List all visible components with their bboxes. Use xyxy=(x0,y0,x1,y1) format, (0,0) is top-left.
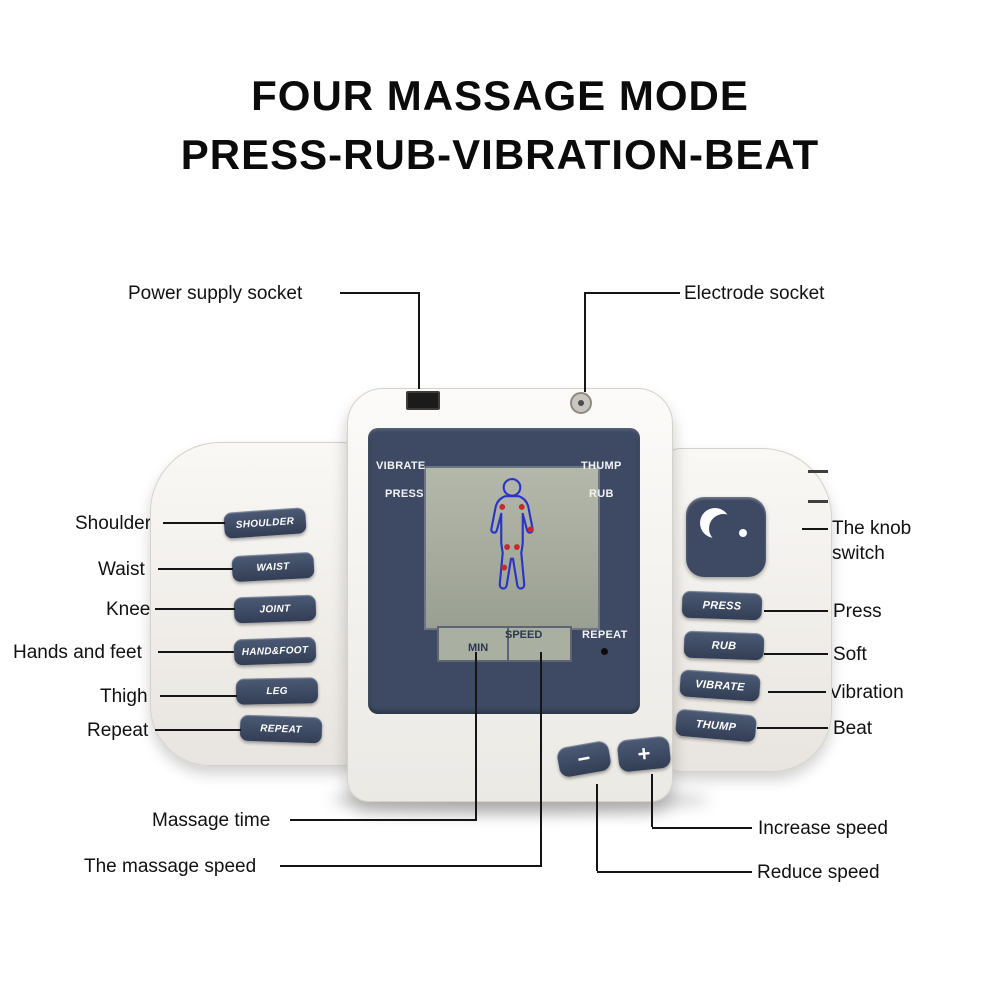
button-repeat: REPEAT xyxy=(239,714,323,744)
callout-line xyxy=(757,727,828,729)
callout-increase-speed: Increase speed xyxy=(758,818,888,839)
button-leg: LEG xyxy=(235,677,319,705)
button-vibrate: VIBRATE xyxy=(679,669,761,702)
screen-label-thump: THUMP xyxy=(581,460,622,472)
callout-line xyxy=(280,865,542,867)
callout-line xyxy=(764,610,828,612)
display-divider xyxy=(507,628,509,660)
callout-line xyxy=(290,819,477,821)
title-line-2: PRESS-RUB-VIBRATION-BEAT xyxy=(180,131,820,178)
knob-crescent-mask xyxy=(709,514,738,543)
callout-line xyxy=(584,292,586,392)
screen-label-repeat: REPEAT xyxy=(582,629,628,641)
callout-soft: Soft xyxy=(833,644,867,665)
side-vent xyxy=(808,470,828,473)
screen-label-vibrate: VIBRATE xyxy=(376,460,426,472)
callout-power-supply-socket: Power supply socket xyxy=(128,283,303,304)
lcd-screen xyxy=(424,466,600,630)
callout-line xyxy=(768,691,826,693)
callout-electrode-socket: Electrode socket xyxy=(684,283,825,304)
callout-line xyxy=(475,652,477,819)
callout-vibration: Vibration xyxy=(829,682,904,703)
callout-line xyxy=(651,774,653,827)
knob-dot-icon xyxy=(739,529,747,537)
callout-line xyxy=(652,827,752,829)
callout-shoulder: Shoulder xyxy=(75,513,152,534)
repeat-indicator-dot xyxy=(601,648,608,655)
electrode-socket xyxy=(570,392,592,414)
screen-label-min: MIN xyxy=(468,642,489,654)
callout-waist: Waist xyxy=(98,559,145,580)
speed-time-display xyxy=(437,626,572,662)
callout-massage-time: Massage time xyxy=(152,810,271,831)
button-joint: JOINT xyxy=(233,594,317,624)
callout-knee: Knee xyxy=(106,599,151,620)
callout-line xyxy=(764,653,828,655)
callout-line xyxy=(596,784,598,871)
power-socket xyxy=(406,391,440,410)
knob-switch xyxy=(686,497,766,577)
screen-label-press: PRESS xyxy=(385,488,424,500)
button-waist: WAIST xyxy=(231,551,315,583)
screen-label-speed: SPEED xyxy=(505,629,543,641)
callout-reduce-speed: Reduce speed xyxy=(757,862,880,883)
screen-label-rub: RUB xyxy=(589,488,614,500)
callout-beat: Beat xyxy=(833,718,873,739)
button-hand-foot: HAND&FOOT xyxy=(233,636,317,666)
callout-line xyxy=(155,608,235,610)
callout-line xyxy=(158,651,234,653)
callout-thigh: Thigh xyxy=(100,686,148,707)
callout-press: Press xyxy=(833,601,882,622)
human-figure-graphic xyxy=(490,477,534,590)
callout-massage-speed: The massage speed xyxy=(84,856,257,877)
callout-line xyxy=(540,652,542,865)
button-rub: RUB xyxy=(683,630,765,661)
increase-speed-button: + xyxy=(616,735,672,773)
side-vent xyxy=(808,500,828,503)
button-press: PRESS xyxy=(681,590,763,621)
callout-line xyxy=(802,528,828,530)
callout-line xyxy=(155,729,241,731)
callout-repeat: Repeat xyxy=(87,720,149,741)
callout-line xyxy=(158,568,233,570)
callout-line xyxy=(340,292,420,294)
title-line-1: FOUR MASSAGE MODE xyxy=(251,72,749,119)
callout-line xyxy=(597,871,752,873)
callout-knob-switch: The knob switch xyxy=(832,518,912,564)
callout-hands-and-feet: Hands and feet xyxy=(13,642,142,663)
callout-line xyxy=(418,292,420,389)
callout-line xyxy=(584,292,680,294)
callout-line xyxy=(160,695,237,697)
callout-line xyxy=(163,522,225,524)
